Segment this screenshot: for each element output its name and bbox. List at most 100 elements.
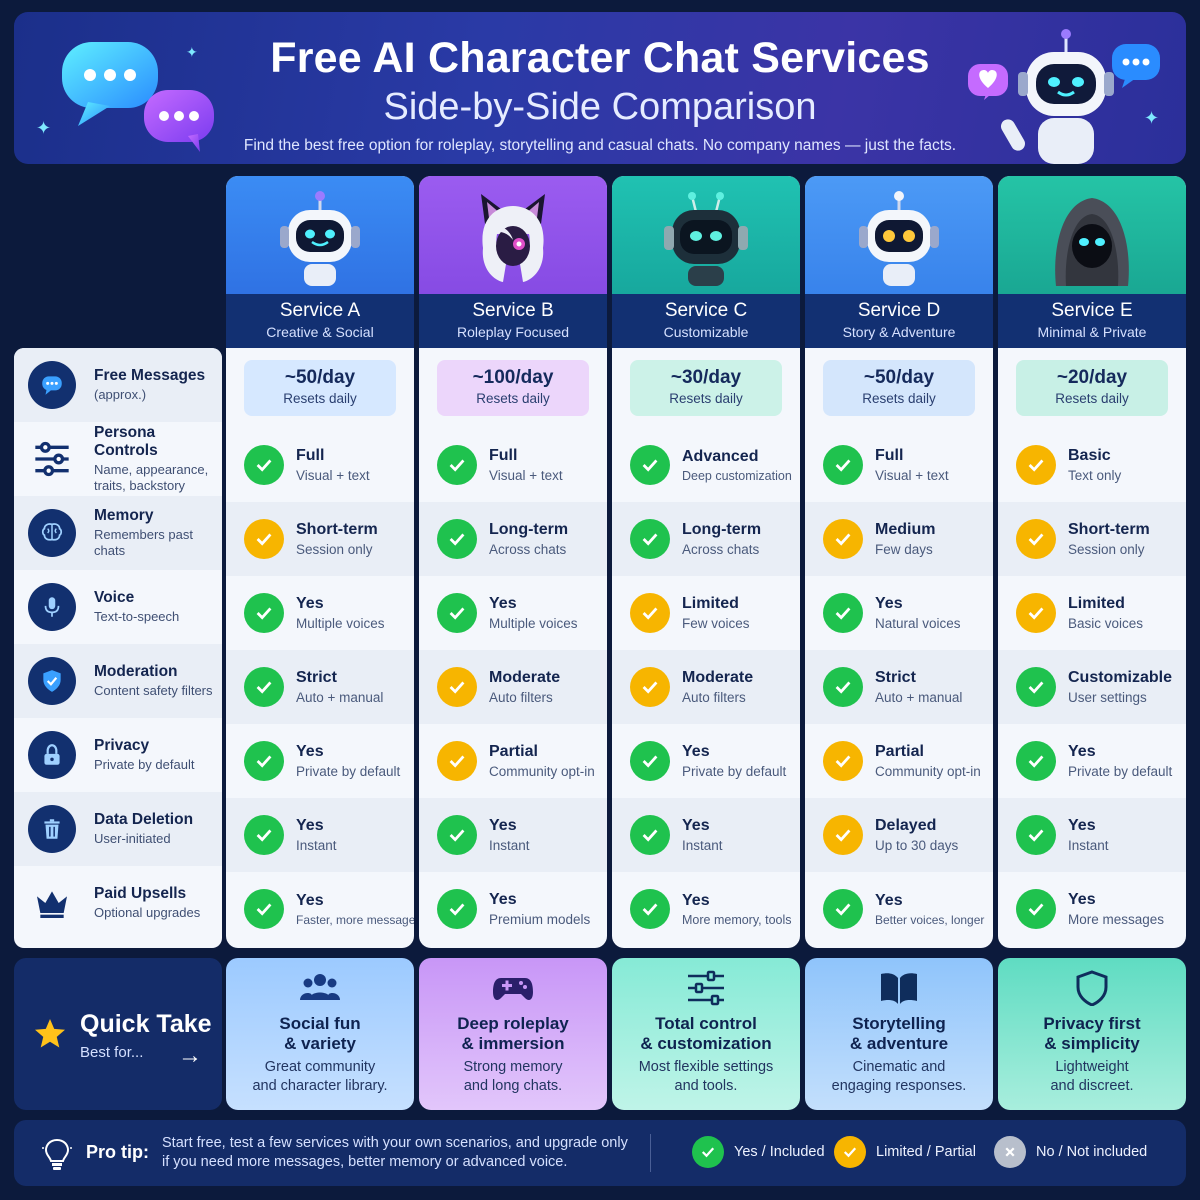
quick-title-2: & immersion — [461, 1034, 565, 1053]
cell-value: Strict — [296, 669, 337, 686]
cell-detail: User settings — [1068, 690, 1147, 705]
check-icon — [823, 519, 863, 559]
footer-pro-tip: Pro tip: Start free, test a few services… — [14, 1120, 1186, 1186]
messages-value: ~100/day — [472, 367, 554, 388]
check-icon — [437, 445, 477, 485]
cell-value: Yes — [875, 891, 903, 909]
cell-detail: Community opt-in — [875, 764, 981, 779]
row-label-sub: Content safety filters — [94, 683, 213, 698]
service-label: Service C Customizable — [612, 294, 800, 348]
microphone-icon — [28, 583, 76, 631]
cell-value: Full — [875, 447, 904, 464]
cell-value: Yes — [296, 595, 324, 612]
cell-detail: Across chats — [489, 542, 567, 557]
free-messages-metric: ~30/day Resets daily — [630, 360, 782, 416]
cell-value: Delayed — [875, 817, 937, 834]
cell-value: Advanced — [682, 447, 759, 465]
arrow-right-icon: → — [178, 1042, 202, 1069]
row-label-title: Paid Upsells — [94, 885, 187, 902]
messages-reset: Resets daily — [1055, 391, 1129, 406]
cell-detail: Community opt-in — [489, 764, 595, 779]
quick-desc-2: engaging responses. — [831, 1078, 967, 1094]
row-label-sub: User-initiated — [94, 831, 171, 846]
cell-value: Yes — [682, 891, 710, 909]
cell-value: Partial — [875, 743, 924, 760]
legend-no: No / Not included — [994, 1136, 1147, 1168]
row-label-sub: Name, appearance, traits, backstory — [94, 462, 209, 493]
service-desc: Creative & Social — [266, 324, 374, 340]
cell-detail: Instant — [489, 838, 530, 853]
cell-detail: Deep customization — [682, 468, 792, 483]
check-icon — [823, 815, 863, 855]
service-name: Service D — [857, 300, 941, 321]
cell-value: Partial — [489, 743, 538, 760]
cell-detail: Text only — [1068, 468, 1122, 483]
sliders-icon — [28, 435, 76, 483]
cell-detail: Private by default — [1068, 764, 1173, 779]
cell-detail: Instant — [682, 838, 723, 853]
cell-value: Yes — [1068, 817, 1096, 834]
cell-value: Yes — [489, 817, 517, 834]
service-header: Service A Creative & Social — [226, 176, 414, 348]
check-icon — [1016, 889, 1056, 929]
service-name: Service C — [664, 300, 748, 321]
cell-detail: Private by default — [296, 764, 401, 779]
check-icon — [823, 741, 863, 781]
check-icon — [834, 1136, 866, 1168]
shield-icon — [1076, 970, 1108, 1006]
row-label-title: Privacy — [94, 737, 150, 754]
check-icon — [437, 667, 477, 707]
cell-value: Moderate — [489, 669, 561, 686]
pro-tip-label: Pro tip: — [86, 1142, 149, 1162]
quick-title-1: Storytelling — [852, 1014, 946, 1033]
robot-mascot-icon — [968, 29, 1160, 164]
cell-value: Yes — [682, 817, 710, 834]
cell-value: Limited — [682, 595, 739, 612]
quick-title-2: & variety — [284, 1034, 356, 1053]
cell-value: Full — [489, 447, 518, 464]
sparkle-icon: ✦ — [1144, 108, 1160, 128]
cell-detail: Auto filters — [489, 690, 553, 705]
cell-detail: Up to 30 days — [875, 838, 959, 853]
messages-value: ~30/day — [670, 367, 742, 388]
quick-title-1: Privacy first — [1043, 1014, 1141, 1033]
service-header: Service B Roleplay Focused — [419, 176, 607, 348]
check-icon — [1016, 815, 1056, 855]
header-banner: ✦ ✦ Free AI Character Chat Services Side… — [14, 12, 1186, 164]
messages-value: ~20/day — [1056, 367, 1128, 388]
service-header: Service E Minimal & Private — [998, 176, 1186, 348]
star-icon — [35, 1019, 65, 1048]
check-icon — [244, 593, 284, 633]
quick-title-1: Total control — [655, 1014, 757, 1033]
cat-girl-avatar-icon — [481, 194, 545, 282]
cell-value: Yes — [489, 891, 517, 908]
lightbulb-icon — [42, 1138, 72, 1170]
cell-detail: Instant — [296, 838, 337, 853]
legend-limited: Limited / Partial — [834, 1136, 976, 1168]
quick-desc-2: and tools. — [674, 1078, 738, 1094]
messages-reset: Resets daily — [669, 391, 743, 406]
service-header: Service D Story & Adventure — [805, 176, 993, 348]
quick-desc-1: Great community — [264, 1059, 376, 1075]
check-icon — [244, 889, 284, 929]
service-column-e: Service E Minimal & Private ~20/day Rese… — [998, 176, 1186, 948]
check-icon — [823, 889, 863, 929]
cell-value: Yes — [875, 595, 903, 612]
